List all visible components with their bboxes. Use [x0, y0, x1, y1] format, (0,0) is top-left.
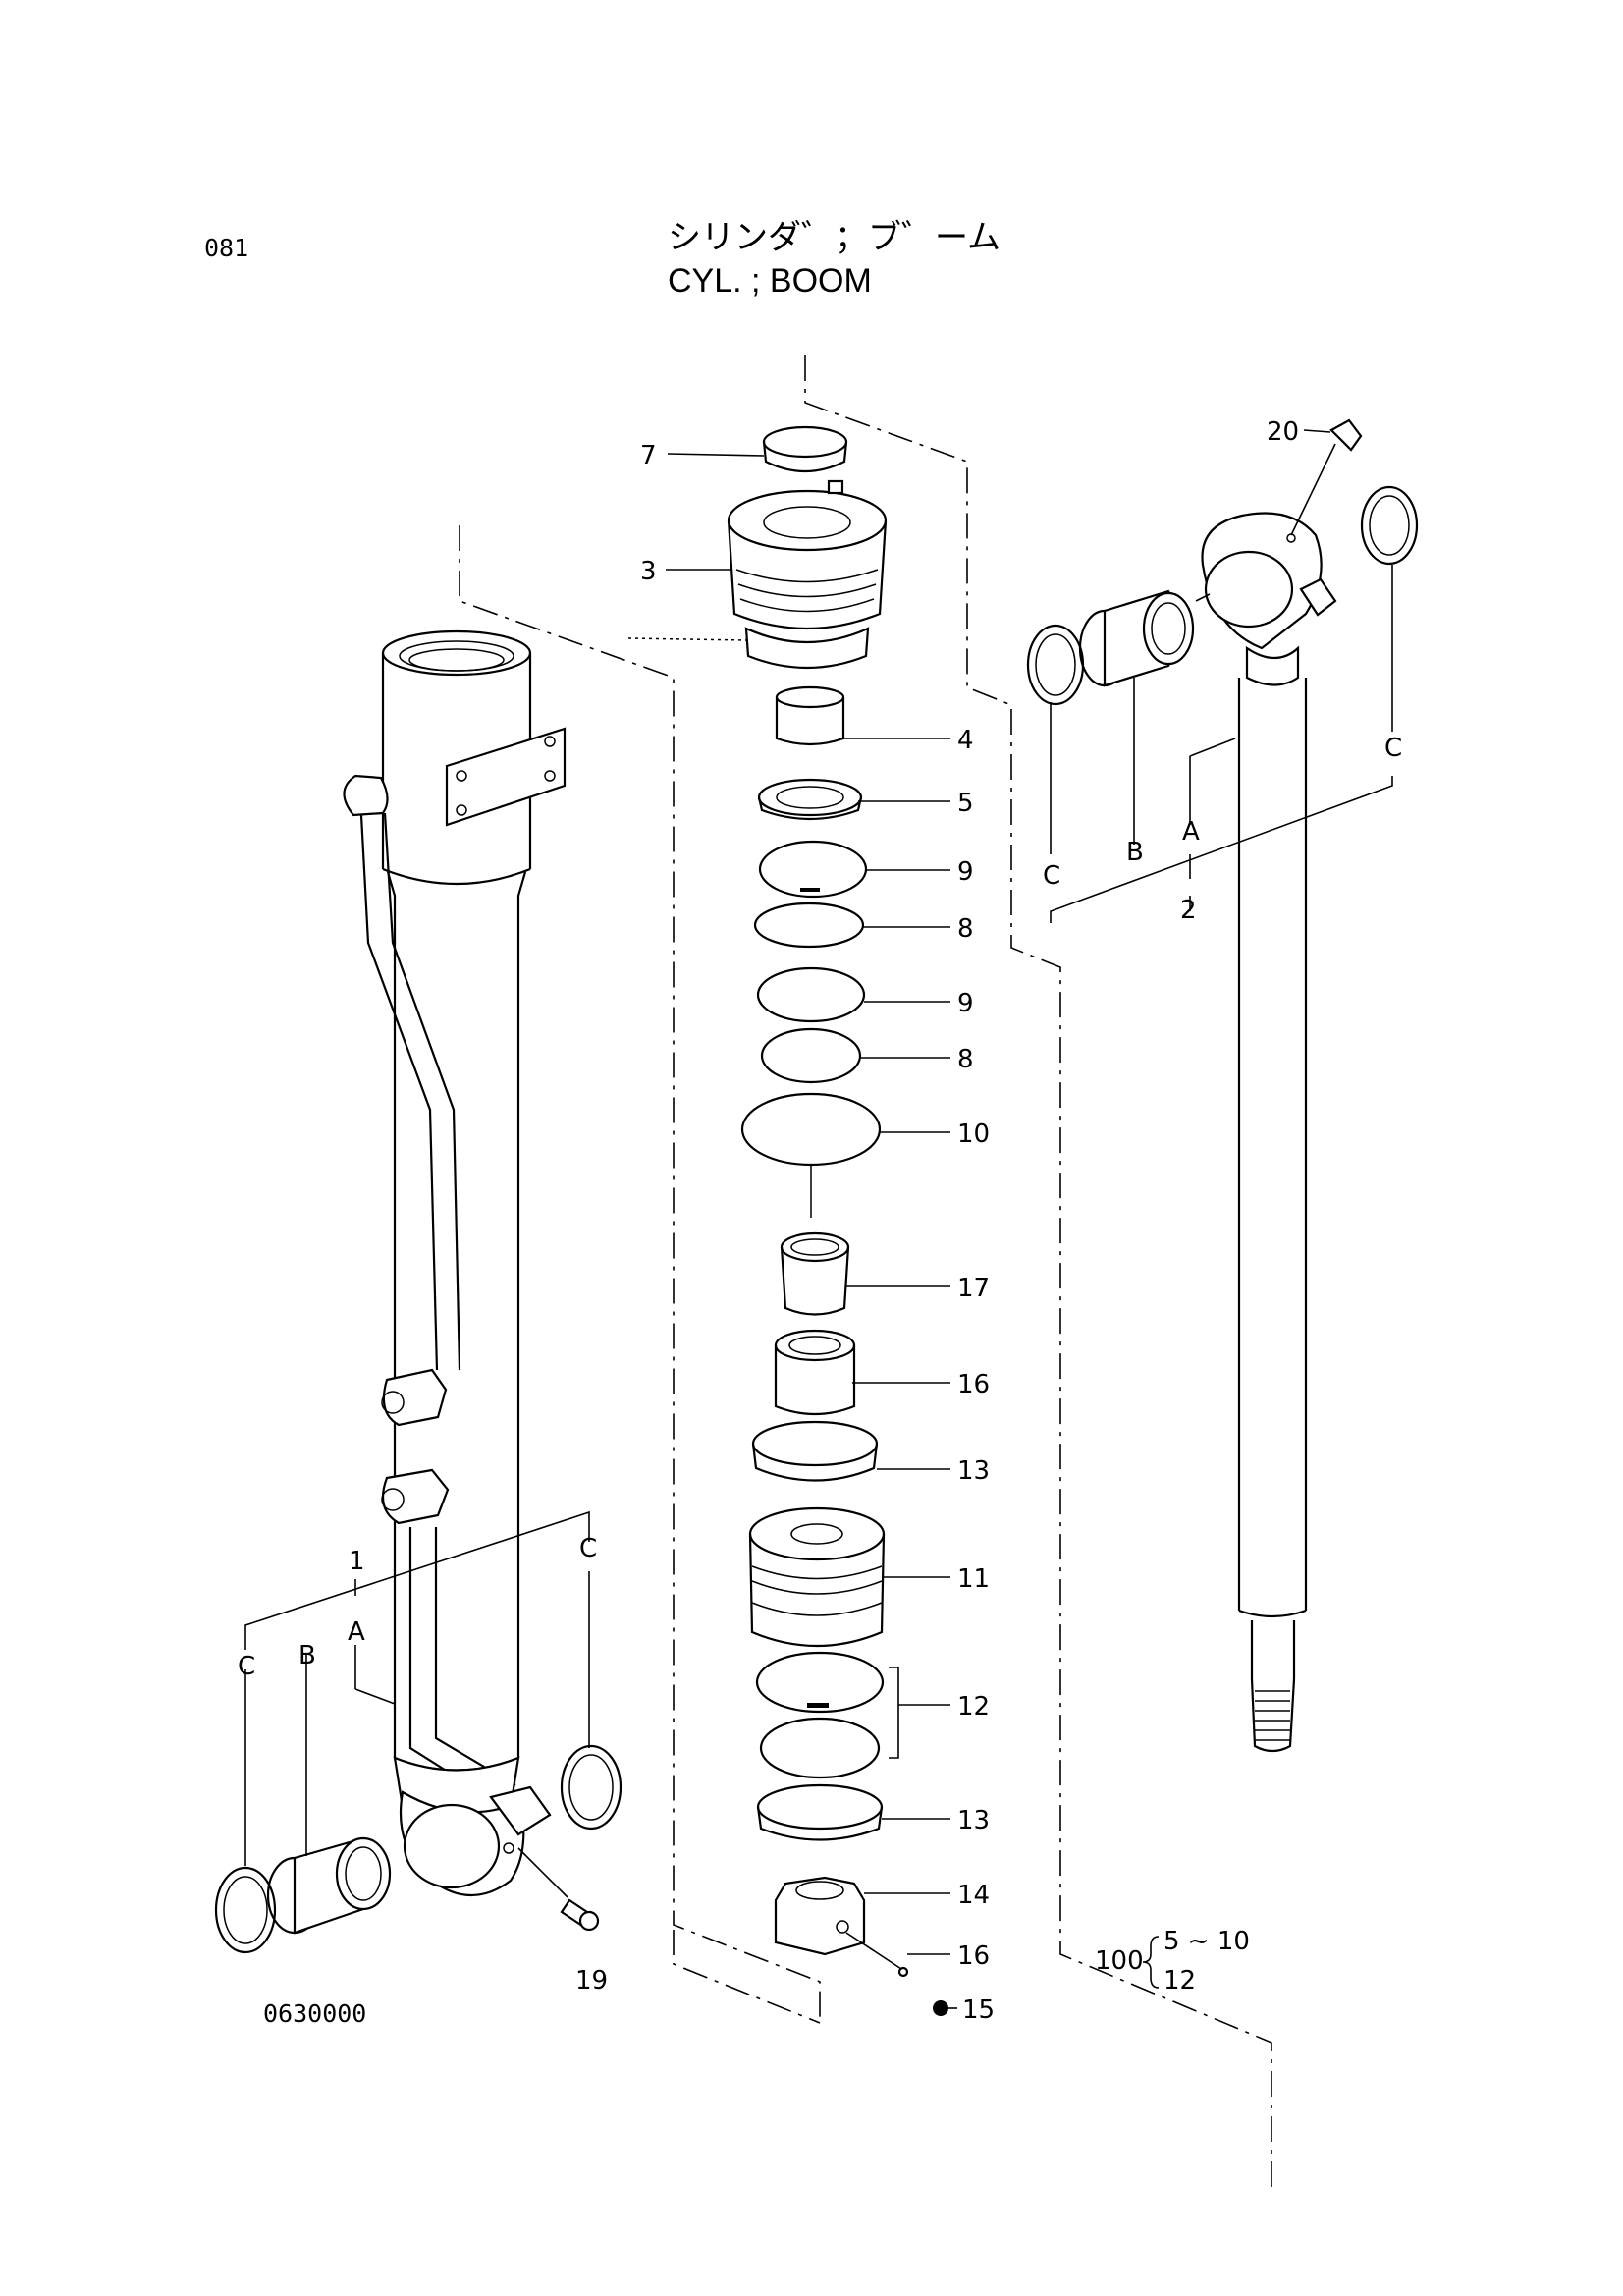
callout-5: 5: [957, 789, 974, 818]
callout-leaders: [666, 453, 957, 2009]
cylinder-tube-part-1: [214, 629, 622, 1954]
callout-15: 15: [962, 1995, 995, 2025]
callout-19: 19: [575, 1966, 608, 1995]
callout-17: 16: [957, 1370, 990, 1399]
right-view-bracket: [1050, 565, 1393, 923]
callout-3: 3: [640, 557, 657, 586]
callout-14: 14: [957, 1881, 990, 1910]
right-letter-c: C: [1043, 861, 1060, 891]
callout-6: 7: [640, 441, 657, 470]
left-view-bracket: [244, 1510, 590, 1866]
callout-4: 4: [957, 726, 974, 755]
callout-20: 20: [1267, 417, 1299, 447]
left-letter-a: A: [348, 1617, 365, 1647]
callout-2: 2: [1180, 896, 1197, 925]
title-english: CYL. ; BOOM: [668, 262, 872, 300]
callout-16: 16: [957, 1941, 990, 1971]
diagram-title: シリンダ゛；ブ゛ーム CYL. ; BOOM: [668, 216, 1001, 302]
drawing-code: 0630000: [263, 1999, 367, 2028]
callout-8: 8: [957, 1045, 974, 1074]
right-letter-a: A: [1182, 817, 1200, 847]
kit-line-1: 5 ~ 10: [1163, 1927, 1250, 1956]
right-letter-b: B: [1126, 838, 1144, 867]
kit-id: 100: [1095, 1946, 1144, 1976]
callout-labels: 7 3 4 5 9 8 9 8 10 17 16 13 11 12 13 14 …: [238, 417, 1402, 2025]
page-number: 081: [204, 234, 249, 262]
callout-12: 12: [957, 1692, 990, 1722]
left-letter-b: B: [298, 1641, 316, 1670]
left-letter-c: C: [238, 1652, 255, 1681]
callout-9-upper: 9: [957, 857, 974, 887]
callout-13-upper: 13: [957, 1456, 990, 1486]
rod-gland-parts: [727, 425, 948, 2016]
callout-9-lower: 9: [957, 989, 974, 1018]
assembly-centerlines: [459, 355, 1272, 2195]
piston-rod-part-2: [1026, 418, 1419, 1753]
callout-1: 1: [349, 1547, 365, 1576]
title-japanese: シリンダ゛；ブ゛ーム: [668, 219, 1001, 256]
callout-11: 11: [957, 1564, 990, 1594]
callout-7: 8: [957, 914, 974, 944]
kit-line-2: 12: [1163, 1966, 1196, 1995]
callout-13-lower: 13: [957, 1806, 990, 1835]
repair-kit-note: 100 5 ~ 10 12: [1095, 1927, 1250, 1995]
callout-10: 10: [957, 1120, 990, 1149]
callout-18: 17: [957, 1274, 990, 1303]
right-letter-c-right: C: [1384, 734, 1402, 763]
left-letter-c-right: C: [579, 1534, 597, 1563]
